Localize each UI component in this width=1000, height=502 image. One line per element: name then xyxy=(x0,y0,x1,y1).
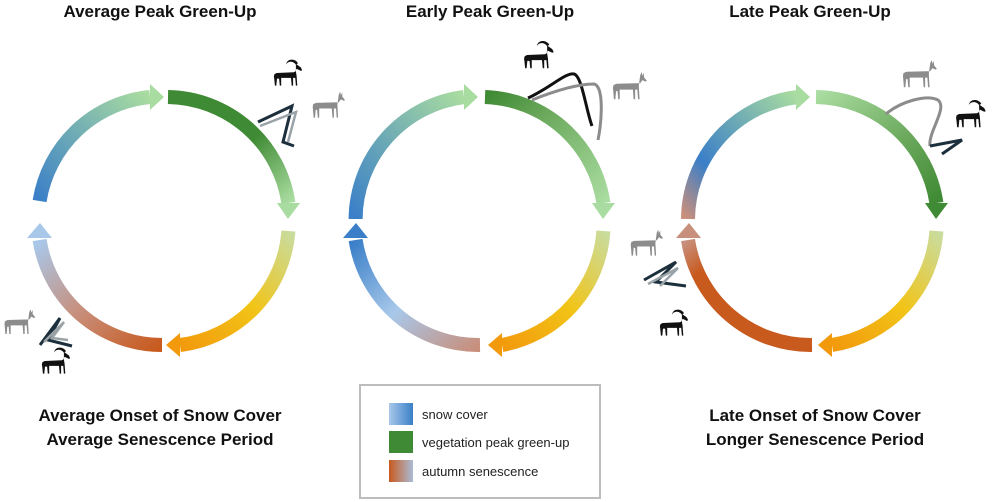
panel-title-late: Late Peak Green-Up xyxy=(729,2,891,21)
arc-summer xyxy=(830,230,944,352)
greenup-swatch-icon xyxy=(389,431,413,453)
arc-greenup xyxy=(484,90,611,205)
arc-snow-to-greenup xyxy=(348,90,465,220)
arrowhead xyxy=(27,223,52,238)
panel-title-average: Average Peak Green-Up xyxy=(63,2,257,21)
chamois-icon xyxy=(312,91,346,118)
legend-label: snow cover xyxy=(422,406,488,422)
arc-senescence xyxy=(32,238,163,352)
track-line-icon xyxy=(885,96,943,147)
caption-line: Average Senescence Period xyxy=(46,430,274,449)
panel-caption-late: Late Onset of Snow Cover Longer Senescen… xyxy=(670,404,960,452)
arc-senescence xyxy=(348,238,481,353)
chamois-icon xyxy=(902,60,937,88)
track-line-icon xyxy=(38,317,73,348)
arrowhead xyxy=(592,203,615,219)
legend-item-snow: snow cover xyxy=(389,403,488,425)
chamois-icon xyxy=(4,309,36,334)
track-line-icon xyxy=(643,260,687,288)
ibex-icon xyxy=(659,309,689,336)
caption-line: Average Onset of Snow Cover xyxy=(38,406,282,425)
arc-senescence xyxy=(681,238,813,353)
track-line-icon xyxy=(531,82,603,141)
arrowhead xyxy=(150,84,164,110)
legend-item-greenup: vegetation peak green-up xyxy=(389,431,569,453)
track-line-icon xyxy=(527,72,594,127)
chamois-icon xyxy=(630,229,664,256)
arrowhead xyxy=(166,333,180,357)
legend-label: vegetation peak green-up xyxy=(422,434,570,450)
arc-snow-to-greenup xyxy=(681,90,799,220)
arc-greenup xyxy=(167,90,296,205)
ibex-icon xyxy=(273,59,303,86)
arrowhead xyxy=(796,84,810,110)
panel-title-early: Early Peak Green-Up xyxy=(405,2,575,21)
arrowhead xyxy=(343,223,368,238)
legend-label: autumn senescence xyxy=(422,463,539,479)
track-line-icon xyxy=(647,266,679,287)
ibex-icon xyxy=(41,347,71,374)
track-line-icon xyxy=(929,138,963,156)
senescence-swatch-icon xyxy=(389,460,413,482)
arrowhead xyxy=(925,203,948,219)
ibex-icon xyxy=(524,41,554,69)
arc-greenup xyxy=(815,90,944,205)
cycle-average xyxy=(27,84,300,357)
caption-line: Late Onset of Snow Cover xyxy=(709,406,921,425)
track-line-icon xyxy=(43,321,69,343)
cycle-late xyxy=(676,84,948,357)
legend-item-senescence: autumn senescence xyxy=(389,460,538,482)
arrowhead xyxy=(676,223,701,238)
panel-caption-average: Average Onset of Snow Cover Average Sene… xyxy=(10,404,310,452)
arc-snow-to-greenup xyxy=(32,90,151,203)
arrowhead xyxy=(488,333,502,357)
track-line-icon xyxy=(259,109,298,143)
arrowhead xyxy=(464,84,478,110)
arrowhead xyxy=(277,203,300,219)
arc-summer xyxy=(179,230,296,352)
cycle-early xyxy=(343,84,615,357)
ibex-icon xyxy=(956,100,986,128)
arrowhead xyxy=(818,333,832,357)
snow-swatch-icon xyxy=(389,403,413,425)
legend: snow cover vegetation peak green-up autu… xyxy=(359,384,601,499)
chamois-icon xyxy=(612,72,647,100)
caption-line: Longer Senescence Period xyxy=(705,430,925,449)
track-line-icon xyxy=(257,103,295,148)
arc-summer xyxy=(500,230,611,352)
